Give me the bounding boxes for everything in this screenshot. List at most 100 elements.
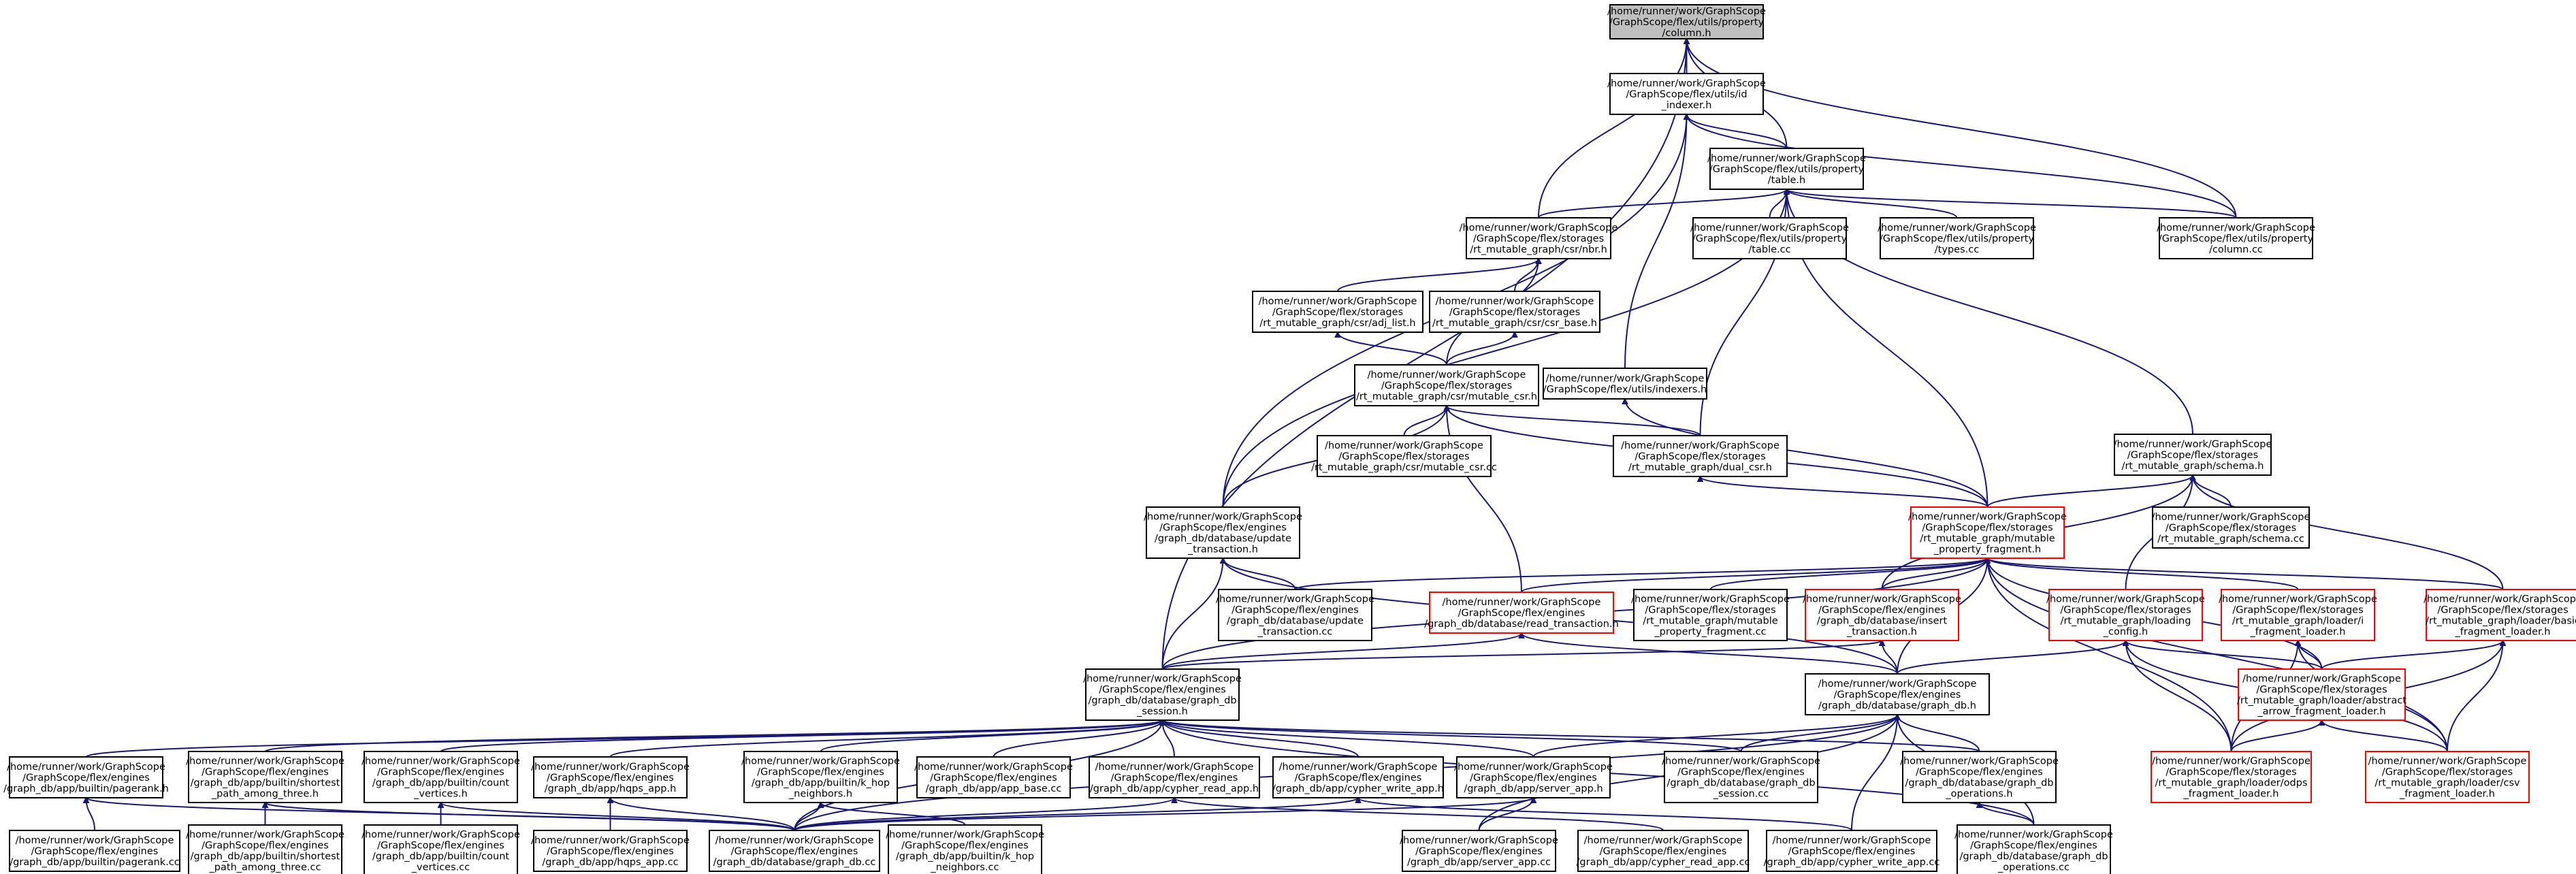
node-table-cc[interactable]: /home/runner/work/GraphScope/GraphScope/…	[1690, 217, 1849, 259]
node-label-line: /GraphScope/flex/engines	[901, 841, 1029, 852]
node-id-indexer[interactable]: /home/runner/work/GraphScope/GraphScope/…	[1607, 73, 1766, 115]
node-label-line: /home/runner/work/GraphScope	[2424, 594, 2576, 605]
edge-pagerank-cc-to-pagerank-h	[86, 798, 95, 831]
node-label-line: /home/runner/work/GraphScope	[1400, 835, 1558, 846]
node-label-line: /table.cc	[1748, 244, 1790, 255]
node-box	[1880, 217, 2034, 259]
node-label-line: /GraphScope/flex/storages	[2166, 767, 2296, 778]
node-label-line: /home/runner/work/GraphScope	[1454, 762, 1613, 773]
node-mutable-csr-cc[interactable]: /home/runner/work/GraphScope/GraphScope/…	[1311, 435, 1497, 477]
node-insert-txn[interactable]: /home/runner/work/GraphScope/GraphScope/…	[1803, 589, 1961, 641]
node-cypher-read-h[interactable]: /home/runner/work/GraphScope/GraphScope/…	[1089, 756, 1260, 798]
node-csr-nbr[interactable]: /home/runner/work/GraphScope/GraphScope/…	[1460, 217, 1618, 259]
node-label-line: /GraphScope/flex/utils/indexers.h	[1543, 385, 1707, 395]
node-label-line: /GraphScope/flex/storages	[2382, 767, 2513, 778]
node-label-line: /home/runner/work/GraphScope	[531, 835, 690, 846]
node-shortest-cc[interactable]: /home/runner/work/GraphScope/GraphScope/…	[186, 824, 344, 874]
node-label-line: /GraphScope/flex/engines	[1970, 841, 2097, 852]
node-hqps-h[interactable]: /home/runner/work/GraphScope/GraphScope/…	[531, 756, 690, 798]
node-label-line: /home/runner/work/GraphScope	[361, 756, 520, 767]
edge-basic-loader-to-schema-h	[2193, 475, 2504, 590]
node-cypher-write-cc[interactable]: /home/runner/work/GraphScope/GraphScope/…	[1764, 830, 1940, 872]
node-label-line: /home/runner/work/GraphScope	[1818, 679, 1977, 690]
node-dual-csr[interactable]: /home/runner/work/GraphScope/GraphScope/…	[1613, 435, 1788, 477]
node-box	[1709, 148, 1864, 190]
edge-column-cc-to-id-indexer	[1687, 114, 2237, 218]
node-box	[188, 751, 342, 803]
node-update-txn-h[interactable]: /home/runner/work/GraphScope/GraphScope/…	[1144, 506, 1302, 559]
edge-graph-db-cc-to-shortest-h	[265, 803, 795, 831]
node-odps-loader[interactable]: /home/runner/work/GraphScope/GraphScope/…	[2151, 751, 2312, 803]
node-label-line: /home/runner/work/GraphScope	[531, 762, 690, 773]
node-session-h[interactable]: /home/runner/work/GraphScope/GraphScope/…	[1083, 668, 1242, 721]
edge-mpf-cc-to-mpf-h	[1709, 558, 1988, 590]
node-hqps-cc[interactable]: /home/runner/work/GraphScope/GraphScope/…	[531, 830, 690, 872]
edge-abstract-loader-to-loading-cfg	[2126, 641, 2323, 670]
node-update-txn-cc[interactable]: /home/runner/work/GraphScope/GraphScope/…	[1216, 589, 1374, 641]
edge-server-app-h-to-graph-db-h	[1532, 715, 1898, 758]
node-server-app-h[interactable]: /home/runner/work/GraphScope/GraphScope/…	[1454, 756, 1613, 798]
node-label-line: /GraphScope/flex/engines	[1295, 773, 1422, 783]
edge-graph-db-h-to-insert-txn	[1882, 641, 1898, 675]
node-box	[1429, 291, 1600, 333]
node-read-txn[interactable]: /home/runner/work/GraphScope/GraphScope/…	[1424, 592, 1619, 634]
node-box	[364, 824, 518, 874]
node-box	[1429, 592, 1614, 634]
node-khop-cc[interactable]: /home/runner/work/GraphScope/GraphScope/…	[886, 824, 1044, 874]
node-ops-h[interactable]: /home/runner/work/GraphScope/GraphScope/…	[1900, 751, 2059, 803]
node-server-app-cc[interactable]: /home/runner/work/GraphScope/GraphScope/…	[1400, 830, 1558, 872]
node-pagerank-h[interactable]: /home/runner/work/GraphScope/GraphScope/…	[3, 756, 169, 798]
node-adj-list[interactable]: /home/runner/work/GraphScope/GraphScope/…	[1252, 291, 1423, 333]
node-ops-cc[interactable]: /home/runner/work/GraphScope/GraphScope/…	[1954, 824, 2113, 874]
node-label-line: /GraphScope/flex/engines	[1458, 608, 1585, 619]
node-khop-h[interactable]: /home/runner/work/GraphScope/GraphScope/…	[741, 751, 900, 803]
node-mpf-h[interactable]: /home/runner/work/GraphScope/GraphScope/…	[1908, 506, 2067, 559]
node-frag-loader[interactable]: /home/runner/work/GraphScope/GraphScope/…	[2219, 589, 2377, 641]
node-shortest-h[interactable]: /home/runner/work/GraphScope/GraphScope/…	[186, 751, 344, 803]
node-count-vert-cc[interactable]: /home/runner/work/GraphScope/GraphScope/…	[361, 824, 520, 874]
node-label-line: _session.h	[1136, 707, 1188, 717]
node-col-h[interactable]: /home/runner/work/GraphScope/GraphScope/…	[1607, 4, 1766, 39]
node-count-vert-h[interactable]: /home/runner/work/GraphScope/GraphScope/…	[361, 751, 520, 803]
node-label-line: /graph_db/database/graph_db	[1959, 852, 2108, 862]
edge-types-cc-to-table-h	[1787, 189, 1958, 218]
node-label-line: /GraphScope/flex/storages	[1922, 523, 2052, 534]
node-label-line: /GraphScope/flex/storages	[1449, 307, 1580, 318]
node-cypher-read-cc[interactable]: /home/runner/work/GraphScope/GraphScope/…	[1577, 830, 1750, 872]
node-pagerank-cc[interactable]: /home/runner/work/GraphScope/GraphScope/…	[9, 830, 180, 872]
node-label-line: /graph_db/app/builtin/pagerank.h	[3, 783, 169, 794]
node-table-h[interactable]: /home/runner/work/GraphScope/GraphScope/…	[1707, 148, 1866, 190]
node-label-line: _property_fragment.cc	[1654, 627, 1766, 638]
node-column-cc[interactable]: /home/runner/work/GraphScope/GraphScope/…	[2157, 217, 2315, 259]
node-abstract-loader[interactable]: /home/runner/work/GraphScope/GraphScope/…	[2237, 668, 2406, 721]
node-schema-h[interactable]: /home/runner/work/GraphScope/GraphScope/…	[2114, 434, 2272, 476]
node-cypher-write-h[interactable]: /home/runner/work/GraphScope/GraphScope/…	[1272, 756, 1444, 798]
node-types-cc[interactable]: /home/runner/work/GraphScope/GraphScope/…	[1878, 217, 2036, 259]
edge-abstract-loader-to-basic-loader	[2321, 641, 2503, 670]
node-session-cc[interactable]: /home/runner/work/GraphScope/GraphScope/…	[1662, 751, 1820, 803]
node-mutable-csr-h[interactable]: /home/runner/work/GraphScope/GraphScope/…	[1354, 364, 1539, 406]
node-label-line: /home/runner/work/GraphScope	[1584, 835, 1743, 846]
node-csr-base[interactable]: /home/runner/work/GraphScope/GraphScope/…	[1429, 291, 1600, 333]
node-app-base-cc[interactable]: /home/runner/work/GraphScope/GraphScope/…	[914, 756, 1073, 798]
node-label-line: /GraphScope/flex/engines	[1159, 523, 1287, 534]
node-label-line: /GraphScope/flex/storages	[1473, 233, 1604, 244]
node-loading-cfg[interactable]: /home/runner/work/GraphScope/GraphScope/…	[2046, 589, 2205, 641]
node-box	[1272, 756, 1444, 798]
edge-read-txn-to-mutable-csr-h	[1447, 406, 1522, 593]
node-csv-loader[interactable]: /home/runner/work/GraphScope/GraphScope/…	[2365, 751, 2530, 803]
node-mpf-cc[interactable]: /home/runner/work/GraphScope/GraphScope/…	[1631, 589, 1790, 641]
node-schema-cc[interactable]: /home/runner/work/GraphScope/GraphScope/…	[2152, 506, 2311, 549]
node-indexers-h[interactable]: /home/runner/work/GraphScope/GraphScope/…	[1543, 368, 1707, 400]
node-label-line: /home/runner/work/GraphScope	[1325, 440, 1483, 451]
node-label-line: /home/runner/work/GraphScope	[2152, 512, 2311, 523]
node-label-line: _fragment_loader.h	[2455, 627, 2551, 638]
node-label-line: _operations.cc	[1997, 862, 2070, 873]
edge-dual-csr-to-mutable-csr-h	[1447, 406, 1701, 436]
node-label-line: /GraphScope/flex/engines	[1099, 685, 1226, 696]
node-label-line: /home/runner/work/GraphScope	[1216, 594, 1374, 605]
node-graph-db-h[interactable]: /home/runner/work/GraphScope/GraphScope/…	[1805, 673, 1990, 715]
node-graph-db-cc[interactable]: /home/runner/work/GraphScope/GraphScope/…	[709, 830, 880, 872]
node-basic-loader[interactable]: /home/runner/work/GraphScope/GraphScope/…	[2424, 589, 2576, 641]
